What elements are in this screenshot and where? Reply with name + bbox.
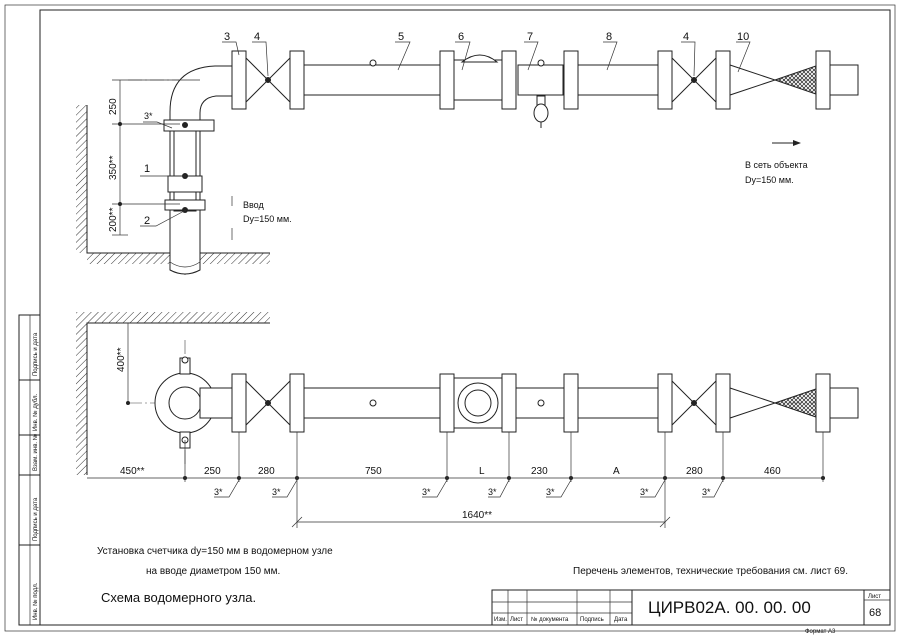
reference-note: Перечень элементов, технические требован… [573,565,848,577]
stamp-signature-1: Подпись и дата [33,332,39,376]
callout-4a: 4 [254,31,260,43]
dim-250: 250 [108,98,119,115]
dim-h-460: 460 [764,466,781,477]
stamp-dup-inv: Инв. № дубл. [32,394,39,431]
dim-h-L: L [479,466,485,477]
dim-350: 350** [108,155,119,180]
callout-4b: 4 [683,31,689,43]
callout-8: 8 [606,31,612,43]
weld-mark-5: 3* [546,487,555,497]
drawing-code: ЦИРВ02А. 00. 00. 00 [648,598,811,617]
dim-h-450: 450** [120,466,145,477]
format-label: Формат А3 [805,629,836,635]
dim-total-1640: 1640** [462,510,492,521]
callout-1: 1 [144,163,150,175]
input-label: Ввод [243,200,264,210]
main-pipe-top [231,50,859,128]
dim-h-280a: 280 [258,466,275,477]
caption-line-2: на вводе диаметром 150 мм. [146,566,280,577]
caption-line-1: Установка счетчика dy=150 мм в водомерно… [97,546,333,557]
tb-col-doc: № документа [531,616,569,623]
weld-mark-6: 3* [640,487,649,497]
dim-h-280b: 280 [686,466,703,477]
plan-view: 400** 450** 250 [76,312,859,528]
callout-2: 2 [144,215,150,227]
callout-6: 6 [458,31,464,43]
horizontal-dims: 450** 250 280 750 L 230 A 280 460 1640**… [87,432,825,528]
output-label: В сеть объекта [745,160,808,170]
dim-h-250: 250 [204,466,221,477]
callout-7: 7 [527,31,533,43]
input-diameter: Dy=150 мм. [243,214,292,224]
tb-col-change: Изм. [494,617,507,623]
weld-mark-3: 3* [422,487,431,497]
top-view: 250 350** 200** 1 2 3 4 5 6 7 8 4 10 [76,31,859,275]
weld-mark-2: 3* [272,487,281,497]
stamp-orig-inv: Инв. № подл. [32,582,39,620]
dim-h-750: 750 [365,466,382,477]
tb-col-date: Дата [614,617,628,623]
weld-mark-4: 3* [488,487,497,497]
dim-h-A: A [613,466,620,477]
dim-h-230: 230 [531,466,548,477]
output-diameter: Dy=150 мм. [745,175,794,185]
callout-5: 5 [398,31,404,43]
tb-col-sheet: Лист [510,617,523,623]
plan-vertical-dim: 400** [116,322,136,405]
title-block: Изм. Лист № документа Подпись Дата ЦИРВ0… [491,589,891,635]
dim-400: 400** [116,347,127,372]
main-pipe-plan [231,373,859,433]
top-vertical-dims: 250 350** 200** [108,79,200,236]
plan-wall [76,312,270,475]
riser-pipe [163,65,233,275]
sheet-label: Лист [868,594,881,600]
plan-riser [154,356,233,449]
tb-col-sign: Подпись [580,617,604,623]
callout-3-star-top: 3* [144,111,153,121]
side-stamp: Подпись и дата Инв. № дубл. Взам. инв. №… [18,314,41,626]
callout-10: 10 [737,31,749,43]
sheet-number: 68 [869,607,881,619]
stamp-replace-inv: Взам. инв. № [32,434,39,471]
dim-200: 200** [108,207,119,232]
weld-mark-7: 3* [702,487,711,497]
weld-mark-1: 3* [214,487,223,497]
leaders-top [140,41,801,227]
scheme-title: Схема водомерного узла. [101,590,256,605]
stamp-signature-2: Подпись и дата [33,497,39,541]
callout-3: 3 [224,31,230,43]
notes: Установка счетчика dy=150 мм в водомерно… [97,546,848,605]
